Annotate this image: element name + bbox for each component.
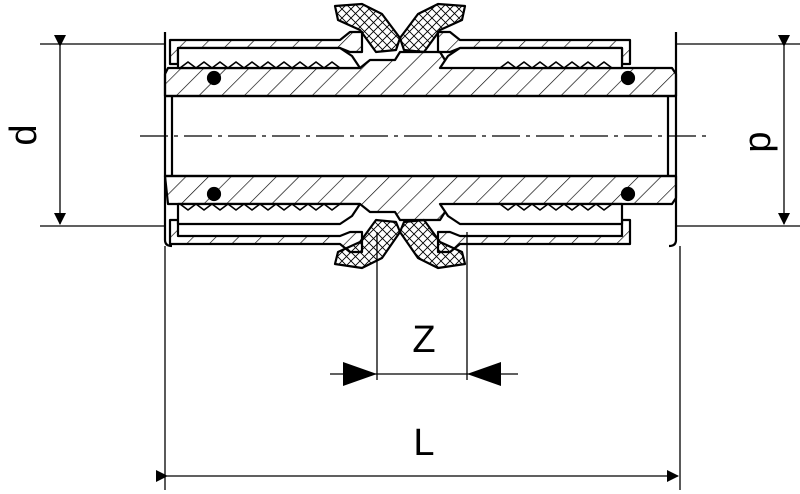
- z-arrow-right: [467, 362, 501, 386]
- o-ring-top-right: [620, 70, 636, 86]
- diameter-label-left: d: [3, 124, 45, 145]
- o-ring-bottom-right: [620, 186, 636, 202]
- core-serrations-bottom: [179, 203, 613, 211]
- sleeve-outline-right: [668, 32, 678, 248]
- pipe-gap-top-right: [438, 46, 624, 70]
- z-label: Z: [412, 319, 435, 361]
- collar-bottom-left: [333, 218, 402, 270]
- core-serrations-top: [179, 61, 613, 69]
- diameter-label-right: d: [741, 131, 783, 152]
- pipe-gap-top-left: [176, 46, 362, 70]
- left-sleeve-bottom: [168, 218, 364, 254]
- coupling-body: [163, 2, 678, 270]
- o-ring-top-left: [206, 70, 222, 86]
- pipe-gap-bottom-right: [438, 202, 624, 226]
- collar-top-left: [333, 2, 402, 54]
- collar-top-right: [398, 2, 467, 54]
- right-sleeve-bottom: [436, 218, 632, 254]
- z-arrow-left: [343, 362, 377, 386]
- l-label: L: [413, 422, 434, 464]
- pipe-gap-bottom-left: [176, 202, 362, 226]
- o-ring-bottom-left: [206, 186, 222, 202]
- dimension-lines: [40, 35, 800, 490]
- sleeve-outline-left: [163, 32, 173, 248]
- collar-bottom-right: [398, 218, 467, 270]
